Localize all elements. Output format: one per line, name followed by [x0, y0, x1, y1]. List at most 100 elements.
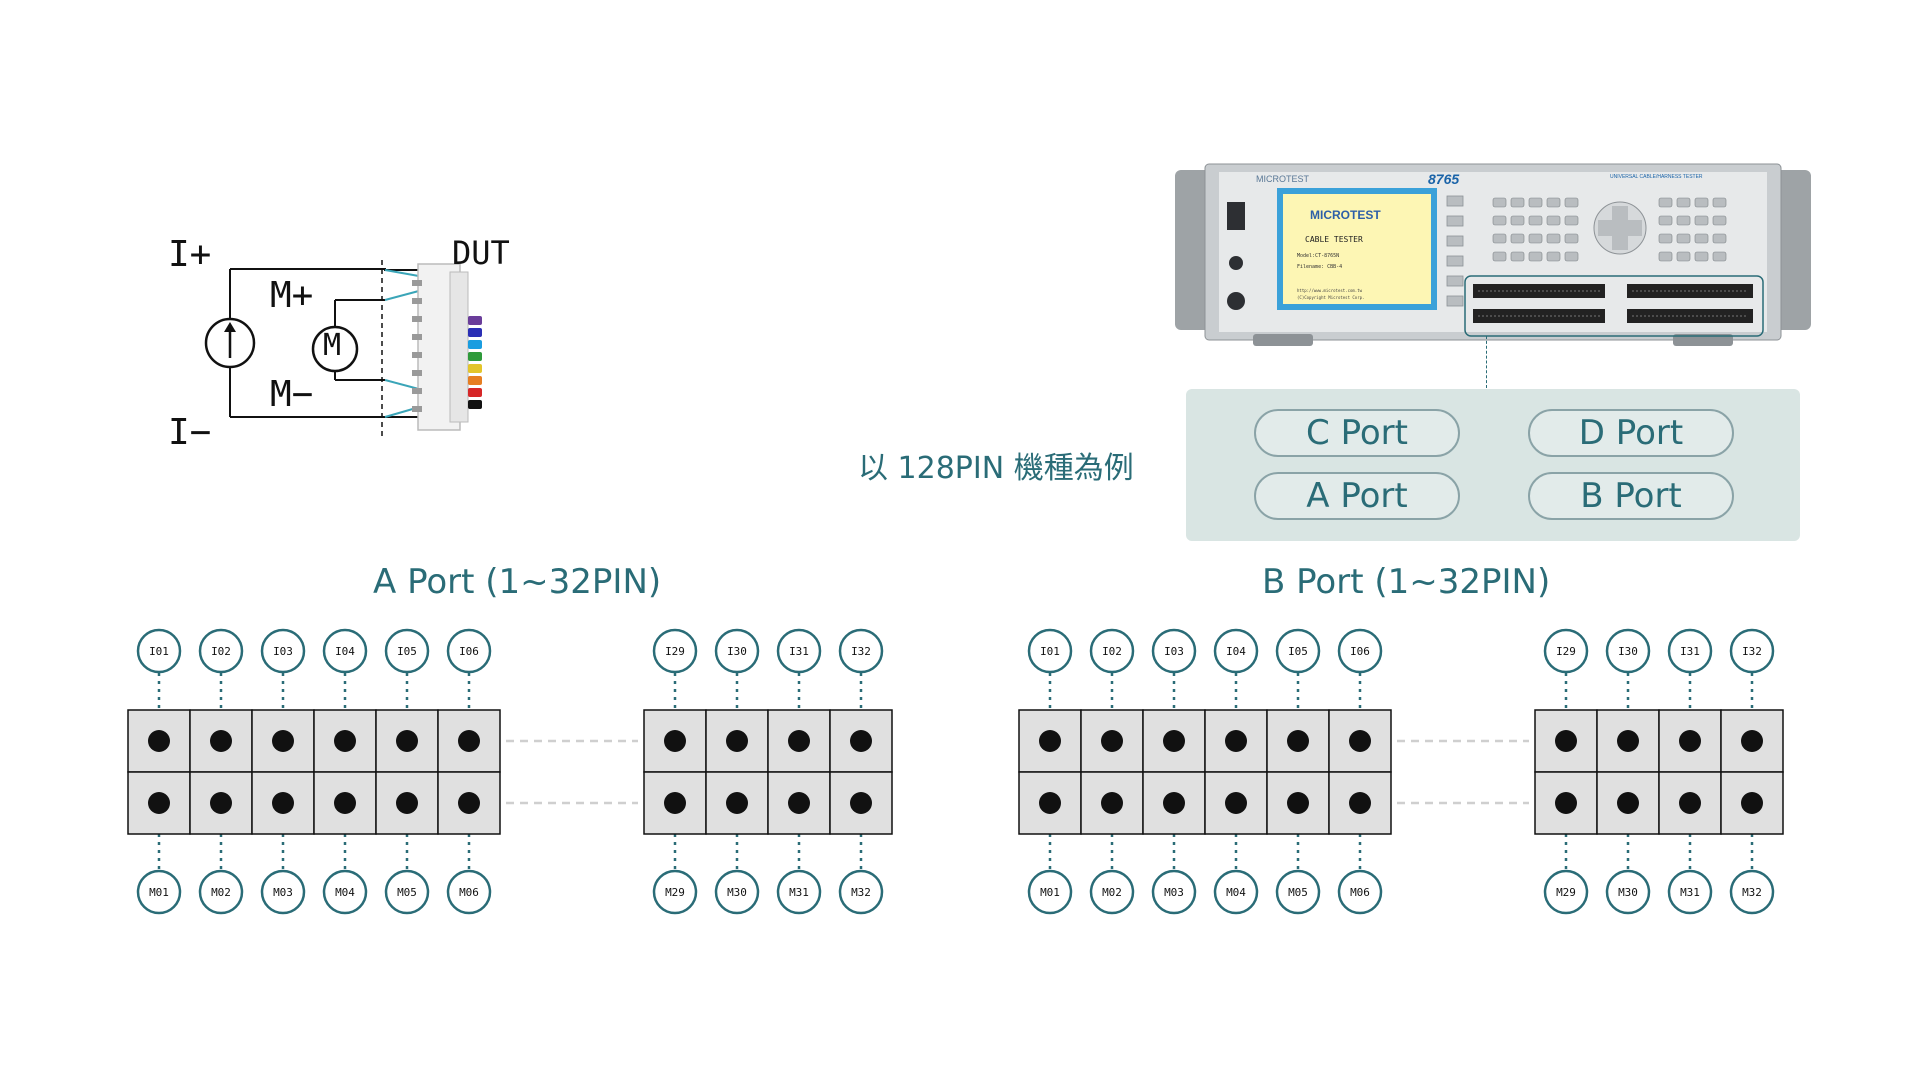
pin-bubble — [1729, 869, 1775, 915]
pin-label-i: I06 — [1350, 645, 1370, 658]
pin-dot — [788, 792, 810, 814]
pin-bubble — [136, 869, 182, 915]
pin-label-i: I04 — [1226, 645, 1246, 658]
pin-dot — [272, 792, 294, 814]
keypad-key — [1694, 197, 1709, 208]
pin-label-i: I03 — [1164, 645, 1184, 658]
pin-dot — [1039, 792, 1061, 814]
keypad-key — [1712, 251, 1727, 262]
pin-bubble — [1027, 869, 1073, 915]
pin-bubble — [652, 628, 698, 674]
keypad-key — [1658, 251, 1673, 262]
meter-symbol: M — [323, 328, 342, 363]
keypad-key — [1510, 215, 1525, 226]
pin-dot — [210, 730, 232, 752]
pin-label-m: M03 — [273, 886, 293, 899]
pin-label-i: I06 — [459, 645, 479, 658]
pin-bubble — [1667, 869, 1713, 915]
pin-dot — [1287, 730, 1309, 752]
pin-label-m: M31 — [789, 886, 809, 899]
pin-dot — [1225, 730, 1247, 752]
pin-bubble — [776, 869, 822, 915]
pin-bubble — [1027, 628, 1073, 674]
dut-wire — [468, 328, 482, 337]
pin-cell — [1080, 709, 1144, 773]
pin-bubble — [838, 869, 884, 915]
pin-bubble — [446, 628, 492, 674]
tester-model: 8765 — [1428, 171, 1460, 187]
pin-label-m: M05 — [1288, 886, 1308, 899]
pin-dot — [1287, 792, 1309, 814]
dut-pin — [412, 388, 422, 394]
tester-brand: MICROTEST — [1256, 174, 1309, 184]
pin-label-i: I04 — [335, 645, 355, 658]
keypad-key — [1492, 197, 1507, 208]
pin-dot — [788, 730, 810, 752]
pin-dot — [1741, 792, 1763, 814]
pin-dot — [148, 792, 170, 814]
pin-label-i: I29 — [665, 645, 685, 658]
pin-label-i: I32 — [1742, 645, 1762, 658]
pin-label-m: M03 — [1164, 886, 1184, 899]
pin-bubble — [198, 869, 244, 915]
dut-pin — [412, 316, 422, 322]
port-map-panel: C Port D Port A Port B Port — [1186, 389, 1800, 541]
pin-bubble — [1729, 628, 1775, 674]
pin-bubble — [1543, 628, 1589, 674]
screen-title: CABLE TESTER — [1305, 235, 1363, 244]
pin-label-i: I05 — [1288, 645, 1308, 658]
pin-label-i: I31 — [789, 645, 809, 658]
keypad-key — [1564, 197, 1579, 208]
pin-label-m: M30 — [1618, 886, 1638, 899]
keypad-key — [1510, 233, 1525, 244]
port-b-title: B Port (1~32PIN) — [1262, 562, 1551, 602]
pin-dot — [1555, 792, 1577, 814]
keypad-key — [1510, 197, 1525, 208]
keypad-key — [1676, 215, 1691, 226]
pin-dot — [1101, 730, 1123, 752]
keypad-key — [1546, 251, 1561, 262]
pin-dot — [1039, 730, 1061, 752]
dut-pin — [412, 352, 422, 358]
pin-label-m: M01 — [1040, 886, 1060, 899]
dut-wire — [468, 352, 482, 361]
port-leader-line — [1486, 336, 1487, 388]
pin-dot — [396, 730, 418, 752]
pin-bubble — [714, 869, 760, 915]
pin-label-m: M30 — [727, 886, 747, 899]
keypad-key — [1528, 251, 1543, 262]
dut-pin — [412, 406, 422, 412]
dut-wire — [468, 400, 482, 409]
pin-bubble — [384, 628, 430, 674]
port-a-title: A Port (1~32PIN) — [373, 562, 662, 602]
pin-label-m: M02 — [211, 886, 231, 899]
keypad-key — [1528, 233, 1543, 244]
pin-dot — [334, 792, 356, 814]
pin-label-i: I30 — [1618, 645, 1638, 658]
keypad-key — [1528, 197, 1543, 208]
pin-dot — [726, 792, 748, 814]
pin-dot — [1617, 730, 1639, 752]
tester-instrument — [1175, 163, 1811, 346]
keypad-key — [1510, 251, 1525, 262]
pin-label-i: I32 — [851, 645, 871, 658]
keypad-key — [1564, 215, 1579, 226]
pin-bubble — [1213, 628, 1259, 674]
pin-dot — [1225, 792, 1247, 814]
pin-bubble — [1605, 869, 1651, 915]
pin-label-m: M01 — [149, 886, 169, 899]
pin-label-i: I01 — [1040, 645, 1060, 658]
pin-dot — [272, 730, 294, 752]
dut-wire — [468, 316, 482, 325]
pin-bubble — [384, 869, 430, 915]
keypad-key — [1564, 233, 1579, 244]
pin-dot — [1617, 792, 1639, 814]
keypad-key — [1712, 233, 1727, 244]
pin-label-m: M02 — [1102, 886, 1122, 899]
pin-label-i: I03 — [273, 645, 293, 658]
pin-bubble — [1337, 628, 1383, 674]
pin-bubble — [1275, 869, 1321, 915]
pin-dot — [1349, 792, 1371, 814]
